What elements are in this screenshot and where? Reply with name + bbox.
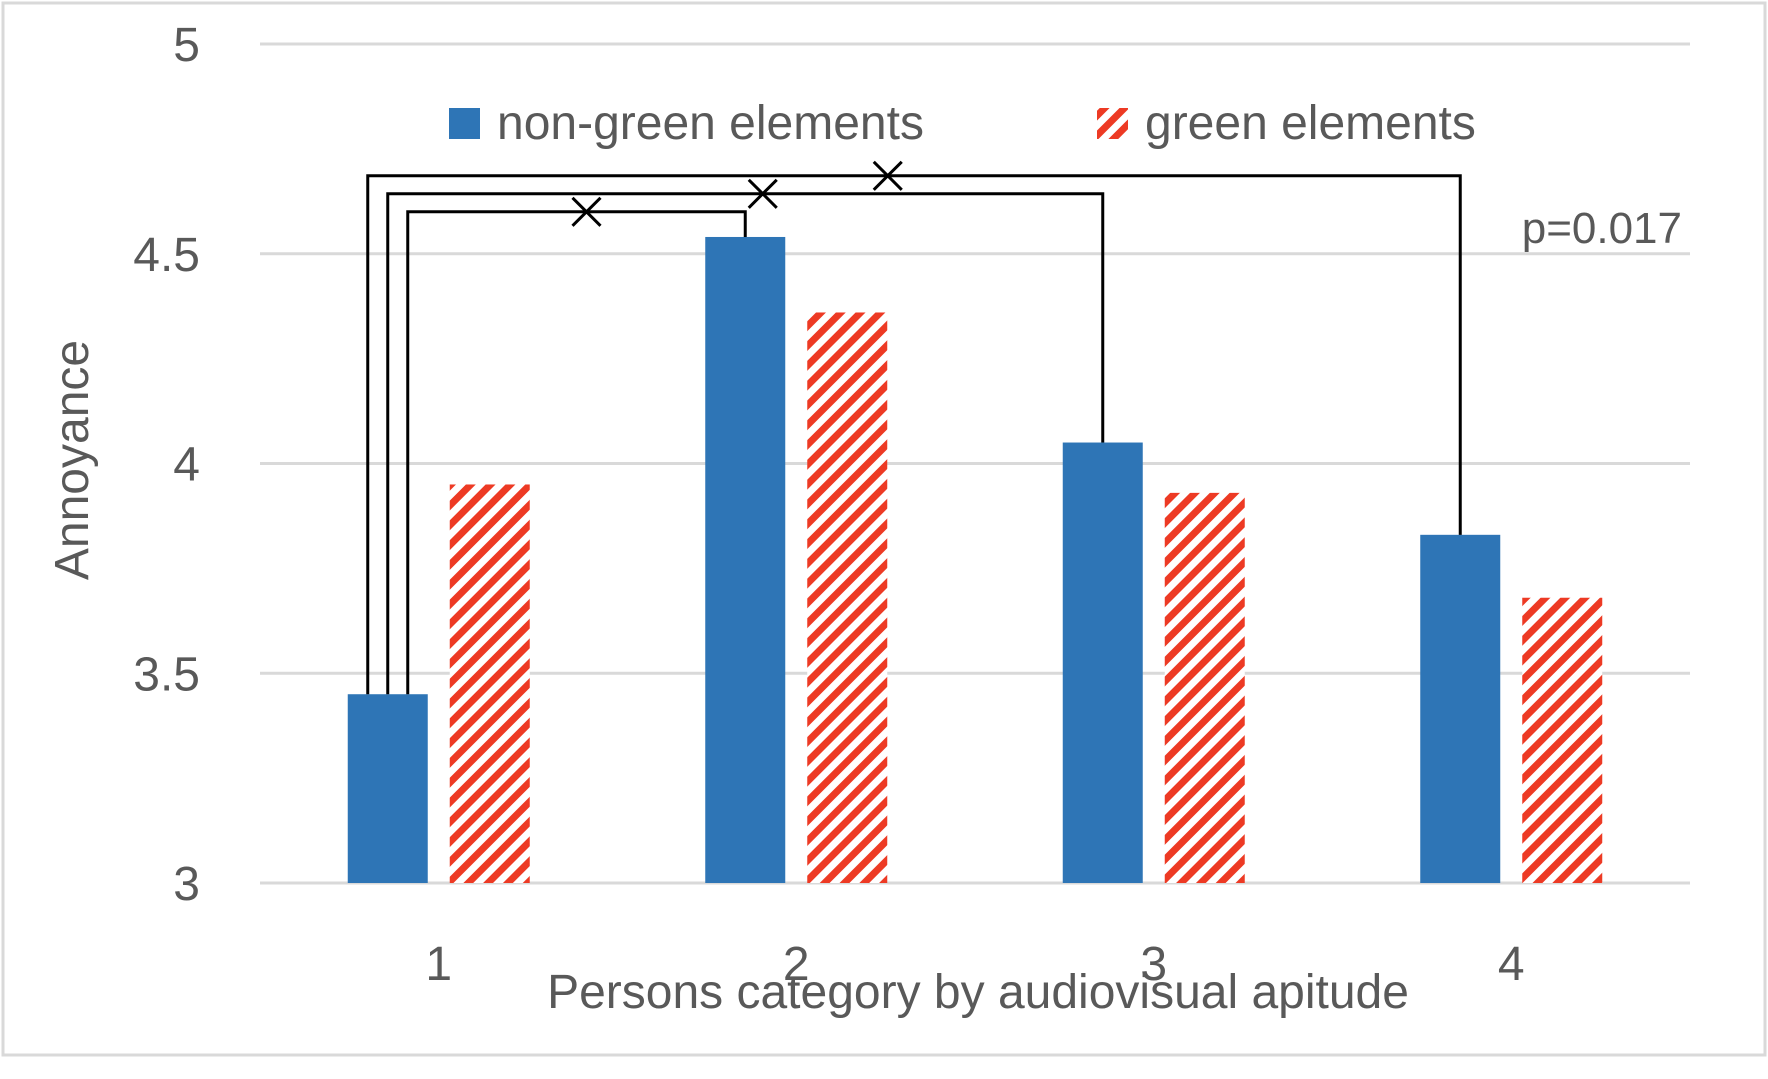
bar-non-green-1 — [347, 694, 428, 883]
significance-bracket — [406, 210, 747, 695]
y-axis-label: Annoyance — [46, 340, 99, 580]
bar-non-green-3 — [1062, 442, 1143, 883]
x-tick-label: 2 — [783, 938, 810, 991]
legend: non-green elements green elements — [449, 97, 1476, 150]
y-axis-ticks: 3 3.5 4 4.5 5 — [133, 19, 200, 911]
legend-swatch-green — [1097, 108, 1128, 139]
x-axis-ticks: 1 2 3 4 — [425, 938, 1524, 991]
bar-green-1 — [449, 484, 530, 883]
y-tick-label: 4 — [173, 439, 200, 492]
bars — [347, 236, 1603, 884]
significance-marker — [747, 178, 778, 209]
legend-label-green: green elements — [1145, 97, 1476, 150]
bar-non-green-2 — [705, 236, 786, 884]
x-tick-label: 3 — [1140, 938, 1167, 991]
significance-marker — [571, 196, 602, 227]
x-axis-label: Persons category by audiovisual apitude — [547, 966, 1409, 1019]
y-tick-label: 3 — [173, 858, 200, 911]
bar-green-3 — [1164, 492, 1245, 883]
x-tick-label: 4 — [1498, 938, 1525, 991]
bar-green-4 — [1522, 597, 1603, 883]
x-tick-label: 1 — [425, 938, 452, 991]
y-tick-label: 3.5 — [133, 648, 200, 701]
p-value-annotation: p=0.017 — [1522, 204, 1682, 253]
significance-bracket — [366, 174, 1462, 695]
y-tick-label: 4.5 — [133, 229, 200, 282]
bar-green-2 — [807, 312, 888, 884]
y-tick-label: 5 — [173, 19, 200, 72]
bar-non-green-4 — [1420, 534, 1501, 883]
legend-label-non-green: non-green elements — [497, 97, 924, 150]
significance-brackets — [366, 160, 1462, 695]
significance-bracket — [386, 192, 1105, 695]
significance-marker — [872, 160, 903, 191]
legend-swatch-non-green — [449, 108, 480, 139]
